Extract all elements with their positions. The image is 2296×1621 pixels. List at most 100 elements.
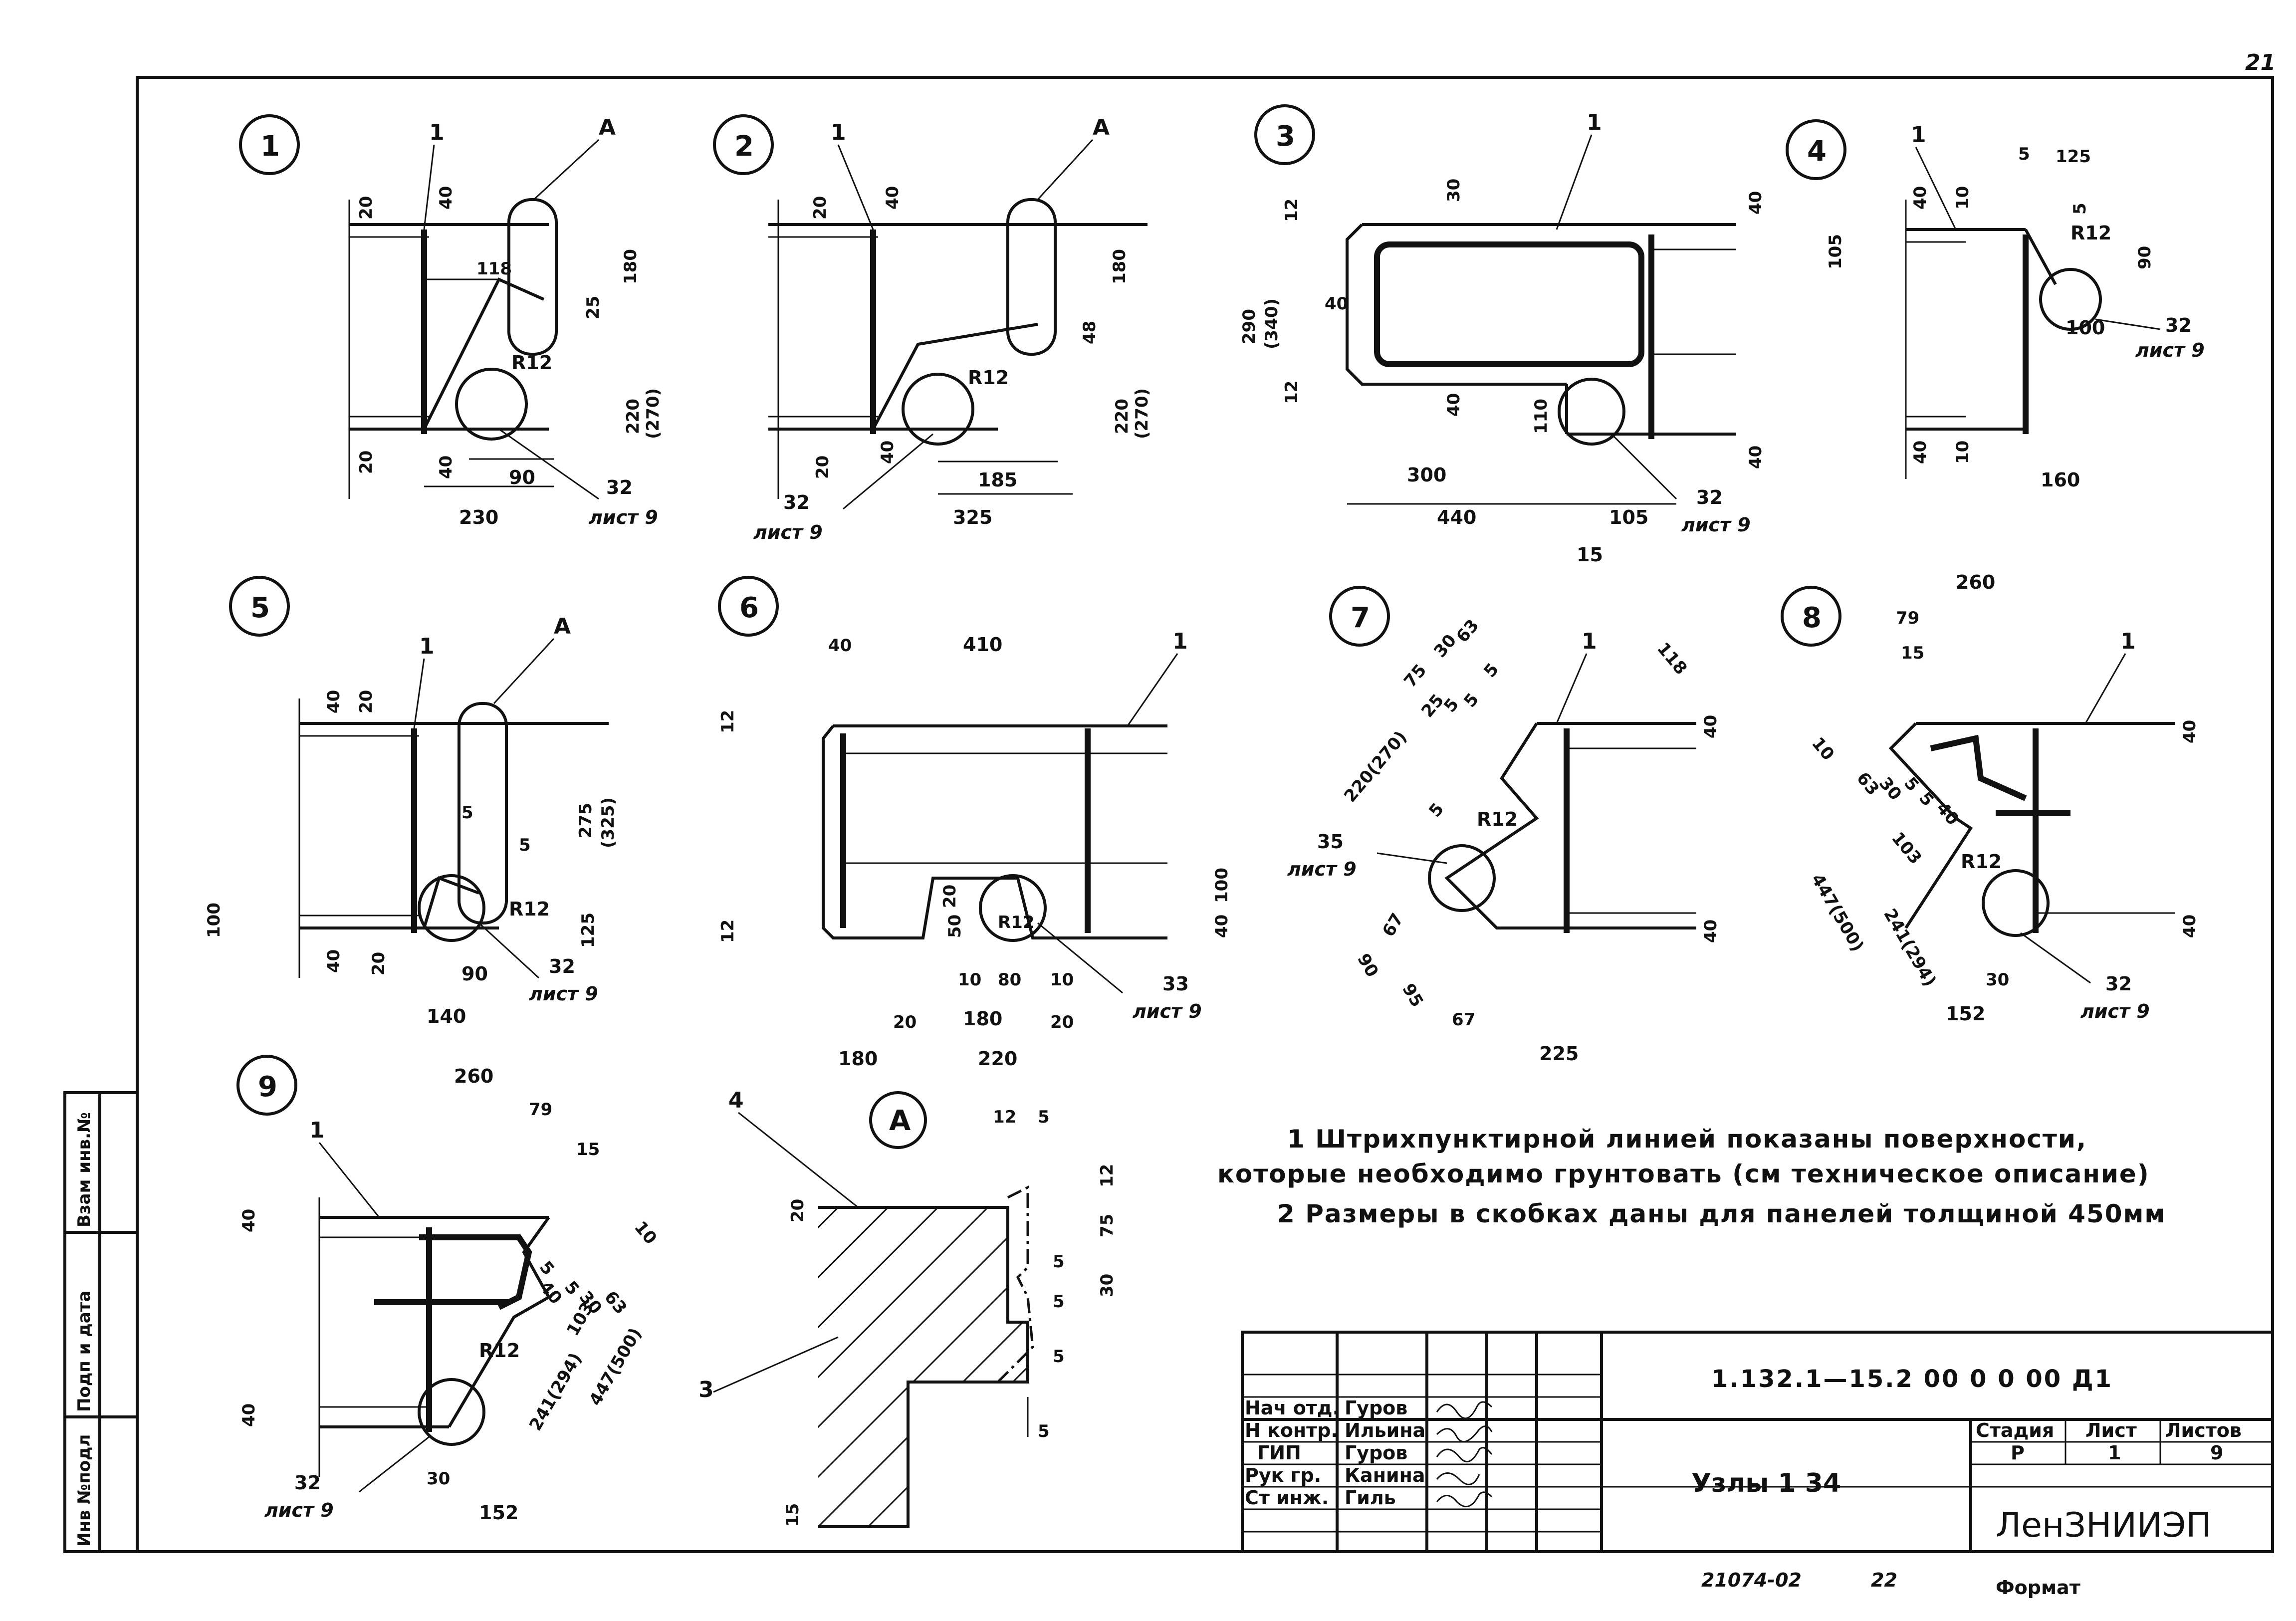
node-5-dim-20: 20 bbox=[356, 690, 376, 713]
node-7-marker bbox=[1329, 586, 1390, 647]
node-5-dim-90: 90 bbox=[461, 963, 488, 985]
node-6-leader-1: 1 bbox=[1172, 629, 1188, 654]
tb-stage-header: Стадия bbox=[1976, 1419, 2054, 1441]
node-6-ref-sheet: лист 9 bbox=[1133, 1000, 1202, 1022]
node-7-dim-5: 5 bbox=[1480, 660, 1503, 682]
node-2-dim-220: 220 bbox=[1112, 399, 1132, 434]
svg-text:5: 5 bbox=[1038, 1421, 1050, 1441]
node-6-dim-50: 50 bbox=[945, 915, 965, 938]
node-3-dim-12: 12 bbox=[1282, 199, 1302, 222]
node-1-leader-a: A bbox=[599, 115, 616, 140]
node-6-dim-180: 180 bbox=[963, 1008, 1002, 1030]
node-a-dim-5c: 5 bbox=[1053, 1292, 1065, 1312]
node-2-ref-sheet: лист 9 bbox=[753, 521, 823, 543]
node-3-leader-1: 1 bbox=[1587, 110, 1602, 135]
footer-format: Формат bbox=[1996, 1577, 2080, 1599]
node-a-letter: A bbox=[889, 1105, 911, 1137]
node-1-dim-40: 40 bbox=[436, 186, 456, 210]
node-8-dim-260: 260 bbox=[1956, 571, 1995, 593]
node-5-leader-a: A bbox=[554, 614, 571, 639]
node-2-dim-185: 185 bbox=[978, 469, 1017, 491]
node-5-dim-325: (325) bbox=[598, 797, 618, 848]
node-7-dim-40: 40 bbox=[1701, 715, 1721, 738]
node-4-dim-40b: 40 bbox=[1910, 441, 1930, 464]
node-5-dim-r12: R12 bbox=[509, 898, 550, 920]
node-7-dim-5c: 5 bbox=[1460, 690, 1483, 711]
tb-name-2: Ильина bbox=[1345, 1419, 1425, 1441]
node-3-dim-300: 300 bbox=[1407, 464, 1446, 486]
node-3-dim-40b: 40 bbox=[1325, 294, 1348, 314]
tb-role-4: Рук гр. bbox=[1245, 1464, 1321, 1486]
node-5-groove bbox=[458, 702, 508, 925]
tb-role-1: Нач отд. bbox=[1245, 1397, 1340, 1419]
node-7-number: 7 bbox=[1351, 602, 1370, 634]
node-7-dim-r12: R12 bbox=[1477, 808, 1518, 830]
node-8-dim-10: 10 bbox=[1808, 733, 1838, 764]
node-8-dim-79: 79 bbox=[1896, 608, 1919, 628]
node-4-dim-40: 40 bbox=[1910, 186, 1930, 210]
tb-sheets: 9 bbox=[2210, 1442, 2223, 1464]
node-6-dim-220: 220 bbox=[978, 1048, 1017, 1070]
node-4-number: 4 bbox=[1807, 135, 1827, 168]
node-4-dim-125: 125 bbox=[2056, 147, 2091, 167]
node-2-leader-a: A bbox=[1093, 115, 1110, 140]
node-3-dim-340: (340) bbox=[1262, 298, 1282, 349]
signature-5 bbox=[1436, 1491, 1493, 1507]
node-9-dim-152: 152 bbox=[479, 1502, 518, 1524]
signature-2 bbox=[1436, 1425, 1493, 1442]
note-1-cont: которые необходимо грунтовать (см технич… bbox=[1217, 1159, 2150, 1188]
tb-name-4: Канина bbox=[1345, 1464, 1425, 1486]
stamp-inv-podl: Инв №подл bbox=[74, 1434, 94, 1547]
node-2-dim-40: 40 bbox=[883, 186, 903, 210]
node-1-dim-90: 90 bbox=[509, 466, 535, 488]
node-1-dim-230: 230 bbox=[459, 506, 498, 528]
node-8-leader-1: 1 bbox=[2120, 629, 2136, 654]
node-1-marker bbox=[239, 114, 300, 175]
node-7-dim-5b: 5 bbox=[1440, 695, 1463, 716]
node-5-dim-40b: 40 bbox=[324, 949, 344, 973]
node-3-dim-110: 110 bbox=[1531, 399, 1551, 434]
node-8-dim-30: 30 bbox=[1875, 773, 1905, 804]
node-8-number: 8 bbox=[1802, 602, 1822, 634]
tb-role-5: Ст инж. bbox=[1245, 1487, 1329, 1509]
node-1-dim-25: 25 bbox=[583, 296, 603, 319]
note-2: 2 Размеры в скобках даны для панелей тол… bbox=[1277, 1199, 2166, 1228]
node-5-ref-sheet: лист 9 bbox=[529, 983, 598, 1005]
node-a-dim-75: 75 bbox=[1097, 1214, 1117, 1237]
node-1-dim-20: 20 bbox=[356, 196, 376, 220]
node-4-dim-5: 5 bbox=[2018, 144, 2030, 164]
node-4-dim-10: 10 bbox=[1953, 186, 1973, 210]
node-6-dim-10b: 10 bbox=[1050, 970, 1074, 990]
node-a-dim-5b: 5 bbox=[1053, 1252, 1065, 1272]
node-6-dim-12: 12 bbox=[718, 710, 738, 733]
node-3-dim-40d: 40 bbox=[1746, 446, 1766, 469]
side-stamp: Инв №подл Подп и дата Взам инв.№ bbox=[63, 1091, 139, 1553]
node-4-dim-r12: R12 bbox=[2070, 222, 2111, 244]
node-2-marker bbox=[713, 114, 774, 175]
node-6-number: 6 bbox=[739, 592, 759, 624]
node-5-dim-40: 40 bbox=[324, 690, 344, 713]
node-2-dim-48: 48 bbox=[1080, 321, 1100, 344]
node-6-dim-180b: 180 bbox=[838, 1048, 878, 1070]
node-1-dim-270: (270) bbox=[643, 388, 663, 439]
node-9-marker bbox=[236, 1055, 297, 1116]
node-1-leader-1: 1 bbox=[429, 120, 445, 145]
node-5-dim-140: 140 bbox=[427, 1005, 466, 1027]
node-3-dim-290: 290 bbox=[1239, 309, 1259, 344]
node-1-dim-r12: R12 bbox=[511, 352, 552, 374]
node-6-dim-20b: 20 bbox=[893, 1012, 917, 1032]
node-1-ref-num: 32 bbox=[606, 476, 633, 498]
node-8-dim-r12: R12 bbox=[1961, 851, 2002, 873]
node-9-dim-r12: R12 bbox=[479, 1340, 520, 1362]
node-3-ref-num: 32 bbox=[1696, 486, 1723, 508]
node-8-dim-15: 15 bbox=[1901, 643, 1924, 663]
node-6-dim-100: 100 bbox=[1212, 868, 1232, 903]
node-9-dim-63: 63 bbox=[600, 1287, 631, 1318]
node-8-marker bbox=[1781, 586, 1841, 647]
node-1-ref-sheet: лист 9 bbox=[589, 506, 658, 528]
node-3-dim-15: 15 bbox=[1577, 544, 1603, 566]
node-9-dim-260: 260 bbox=[454, 1065, 493, 1087]
node-5-dim-275: 275 bbox=[576, 803, 596, 838]
node-2-ref-num: 32 bbox=[783, 491, 810, 513]
